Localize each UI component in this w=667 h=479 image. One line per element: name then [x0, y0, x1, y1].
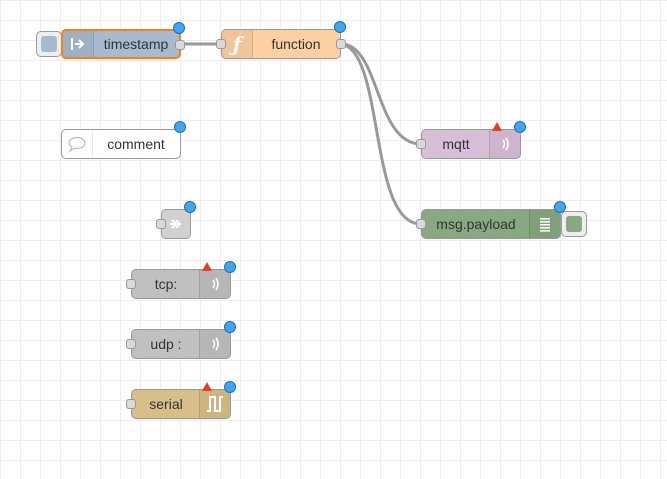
- udp-node-label: udp :: [150, 336, 182, 352]
- debug-list-icon: [540, 218, 550, 232]
- inject-arrow-icon: [71, 38, 85, 50]
- comment-status-dot: [174, 121, 186, 133]
- serial-node[interactable]: serial: [126, 381, 236, 419]
- comment-node-label: comment: [107, 136, 165, 152]
- tcp-warning-icon: [202, 262, 212, 271]
- udp-icon-box: [199, 330, 230, 358]
- inject-node[interactable]: timestamp: [61, 22, 185, 59]
- debug-node[interactable]: msg.payload: [416, 201, 566, 239]
- serial-pulse-icon: [207, 396, 223, 412]
- wireless-signal-icon: [212, 337, 219, 351]
- function-input-port[interactable]: [216, 39, 226, 49]
- function-output-port[interactable]: [336, 39, 346, 49]
- wire-function-mqtt[interactable]: [340, 42, 422, 146]
- comment-node[interactable]: comment: [61, 121, 186, 159]
- speech-bubble-icon: [68, 136, 86, 153]
- inject-node-label: timestamp: [103, 36, 169, 52]
- inject-trigger-button[interactable]: [36, 31, 62, 57]
- function-node[interactable]: ƒ function: [216, 21, 346, 59]
- function-icon-box: ƒ: [222, 30, 253, 58]
- udp-status-dot: [224, 321, 236, 333]
- mqtt-status-dot: [514, 121, 526, 133]
- tcp-input-port[interactable]: [126, 279, 136, 289]
- inject-output-port[interactable]: [175, 40, 185, 50]
- wireless-signal-icon: [212, 277, 219, 291]
- udp-node[interactable]: udp :: [126, 321, 236, 359]
- serial-input-port[interactable]: [126, 399, 136, 409]
- link-arrow-icon: [170, 219, 182, 229]
- serial-node-label: serial: [149, 396, 183, 412]
- mqtt-node-label: mqtt: [442, 136, 470, 152]
- mqtt-warning-icon: [492, 122, 502, 131]
- tcp-node-label: tcp:: [154, 276, 178, 292]
- udp-input-port[interactable]: [126, 339, 136, 349]
- wire-function-debug[interactable]: [340, 42, 422, 226]
- wireless-signal-icon: [502, 137, 509, 151]
- function-node-label: function: [271, 36, 321, 52]
- inject-trigger-swatch: [41, 36, 57, 52]
- inject-status-dot: [173, 22, 185, 34]
- serial-icon-box: [199, 390, 230, 418]
- debug-status-dot: [554, 201, 566, 213]
- debug-toggle-swatch: [566, 216, 582, 232]
- debug-input-port[interactable]: [416, 219, 426, 229]
- inject-icon-box: [63, 31, 94, 57]
- link-node[interactable]: [156, 201, 196, 239]
- function-f-icon: ƒ: [232, 32, 242, 56]
- debug-node-label: msg.payload: [436, 216, 516, 232]
- comment-icon-box: [62, 130, 93, 158]
- tcp-node[interactable]: tcp:: [126, 261, 236, 299]
- tcp-status-dot: [224, 261, 236, 273]
- tcp-icon-box: [199, 270, 230, 298]
- function-status-dot: [334, 21, 346, 33]
- mqtt-input-port[interactable]: [416, 139, 426, 149]
- link-status-dot: [184, 201, 196, 213]
- debug-toggle-button[interactable]: [561, 211, 587, 237]
- link-icon-box: [162, 210, 190, 238]
- mqtt-node[interactable]: mqtt: [416, 121, 526, 159]
- debug-icon-box: [529, 210, 560, 238]
- mqtt-icon-box: [489, 130, 520, 158]
- serial-status-dot: [224, 381, 236, 393]
- serial-warning-icon: [202, 382, 212, 391]
- link-input-port[interactable]: [156, 219, 166, 229]
